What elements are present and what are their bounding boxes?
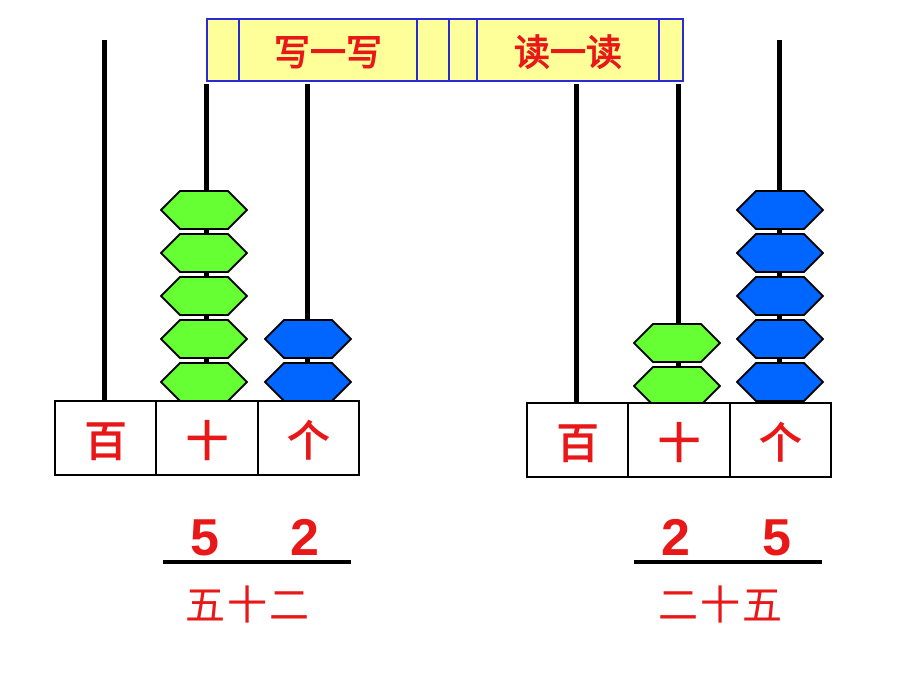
rod-hundreds	[102, 40, 107, 404]
read-label: 读一读	[478, 20, 660, 80]
digit-tens: 5	[190, 509, 219, 567]
place-tens: 十	[629, 404, 731, 476]
header-spacer	[660, 20, 682, 80]
bead-green	[160, 362, 248, 402]
place-value-row: 百 十 个	[54, 400, 360, 476]
underline	[634, 560, 822, 564]
write-label: 写一写	[240, 20, 418, 80]
place-ones: 个	[287, 416, 330, 466]
header-spacer	[450, 20, 478, 80]
bead-green	[160, 190, 248, 230]
bead-blue	[264, 319, 352, 359]
digit-ones: 2	[290, 509, 319, 567]
bead-blue	[736, 362, 824, 402]
bead-blue	[736, 190, 824, 230]
bead-blue	[736, 319, 824, 359]
bead-blue	[736, 276, 824, 316]
bead-green	[633, 366, 721, 406]
place-tens: 十	[157, 402, 259, 474]
header-spacer	[418, 20, 450, 80]
number-reading: 五十二	[185, 583, 311, 629]
number-reading: 二十五	[658, 583, 784, 629]
digit-ones: 5	[762, 509, 791, 567]
bead-green	[160, 233, 248, 273]
underline	[163, 560, 351, 564]
rod-tens	[676, 84, 681, 404]
header-spacer	[208, 20, 240, 80]
bead-blue	[736, 233, 824, 273]
rod-hundreds	[574, 84, 579, 404]
place-ones: 个	[759, 418, 802, 468]
bead-blue	[264, 362, 352, 402]
bead-green	[160, 319, 248, 359]
bead-green	[633, 323, 721, 363]
place-hundreds: 百	[56, 402, 158, 474]
place-hundreds: 百	[528, 404, 630, 476]
bead-green	[160, 276, 248, 316]
header-banner: 写一写 读一读	[206, 18, 684, 82]
place-value-row: 百 十 个	[526, 402, 832, 478]
rod-ones	[305, 84, 310, 404]
digit-tens: 2	[661, 509, 690, 567]
